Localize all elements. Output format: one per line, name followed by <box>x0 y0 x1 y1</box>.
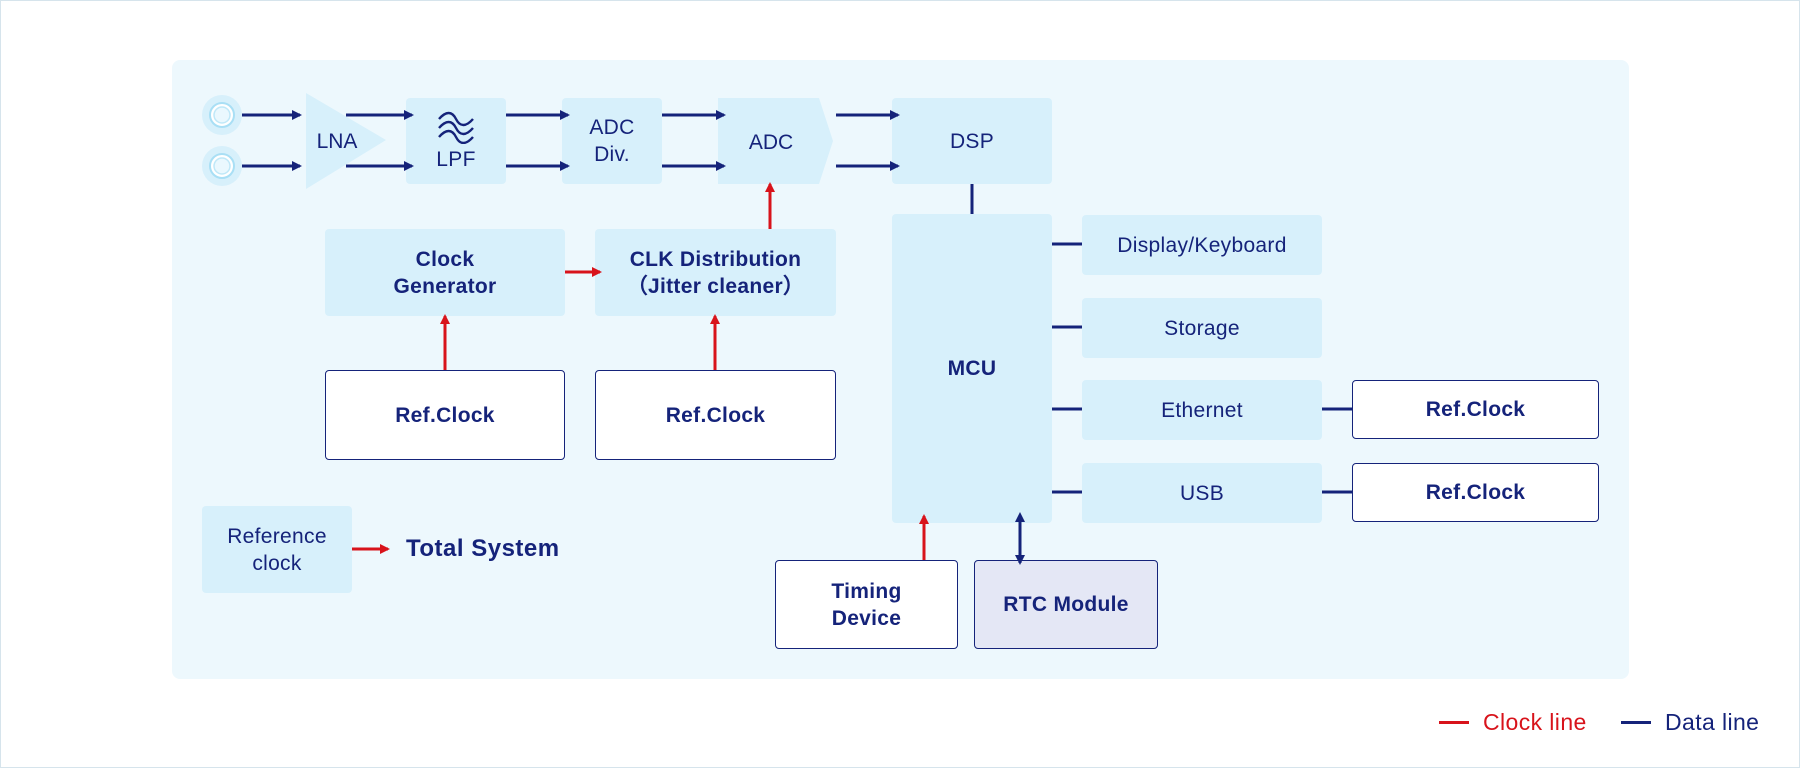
adc-label: ADC <box>749 131 793 154</box>
low-pass-filter-icon <box>438 111 474 144</box>
reference-clock-label-line1: Reference <box>227 524 327 548</box>
legend-clock-label: Clock line <box>1483 709 1587 735</box>
storage-label: Storage <box>1164 316 1240 340</box>
dsp-label: DSP <box>949 129 995 153</box>
data-line-swatch <box>1621 721 1651 724</box>
ref-clock-label-3: Ref.Clock <box>1425 398 1526 421</box>
rtc-module-block: RTC Module <box>974 560 1158 649</box>
ref-clock-label-2: Ref.Clock <box>665 403 766 427</box>
lna-block <box>306 93 386 189</box>
ref-clock-block-2: Ref.Clock <box>595 370 836 460</box>
usb-block: USB <box>1082 463 1322 523</box>
ref-clock-block-1: Ref.Clock <box>325 370 565 460</box>
ethernet-block: Ethernet <box>1082 380 1322 440</box>
lna-label: LNA <box>317 130 358 153</box>
mcu-label: MCU <box>947 357 997 380</box>
display-keyboard-block: Display/Keyboard <box>1082 215 1322 275</box>
clk-distribution-block: CLK Distribution （Jitter cleaner） <box>595 229 836 316</box>
dsp-block: DSP <box>892 98 1052 184</box>
storage-block: Storage <box>1082 298 1322 358</box>
adc-div-block: ADC Div. <box>562 98 662 184</box>
ethernet-label: Ethernet <box>1161 398 1243 422</box>
timing-device-block: Timing Device <box>775 560 958 649</box>
ref-clock-label-4: Ref.Clock <box>1425 481 1526 504</box>
display-keyboard-label: Display/Keyboard <box>1117 233 1287 257</box>
legend-data-line: Data line <box>1621 709 1759 736</box>
clock-line-swatch <box>1439 721 1469 724</box>
total-system-label: Total System <box>406 535 560 562</box>
legend-data-label: Data line <box>1665 709 1760 735</box>
adc-div-label-line1: ADC <box>589 116 635 139</box>
reference-clock-block: Reference clock <box>202 506 352 593</box>
legend-clock-line: Clock line <box>1439 709 1587 736</box>
antenna-input-icon-1 <box>202 95 242 135</box>
reference-clock-label-line2: clock <box>252 551 302 575</box>
clk-distribution-label-line1: CLK Distribution <box>629 247 802 271</box>
ref-clock-block-3: Ref.Clock <box>1352 380 1599 439</box>
clock-generator-block: Clock Generator <box>325 229 565 316</box>
clock-generator-label-line1: Clock <box>415 247 475 271</box>
clk-distribution-label-line2: （Jitter cleaner） <box>626 274 805 298</box>
ref-clock-block-4: Ref.Clock <box>1352 463 1599 522</box>
timing-device-label-line1: Timing <box>831 579 902 603</box>
rtc-module-label: RTC Module <box>1003 593 1129 616</box>
usb-label: USB <box>1179 481 1225 505</box>
lpf-block: LPF <box>406 98 506 184</box>
lpf-label: LPF <box>436 147 476 171</box>
adc-div-label-line2: Div. <box>594 143 630 166</box>
mcu-block: MCU <box>892 214 1052 523</box>
ref-clock-label-1: Ref.Clock <box>395 403 495 427</box>
timing-device-label-line2: Device <box>831 606 902 630</box>
adc-block <box>718 98 833 184</box>
antenna-input-icon-2 <box>202 146 242 186</box>
clock-generator-label-line2: Generator <box>393 274 497 298</box>
